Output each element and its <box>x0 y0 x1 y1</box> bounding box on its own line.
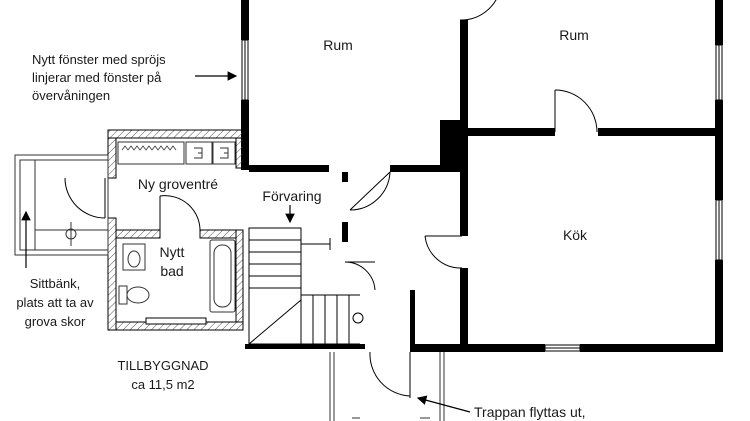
bench <box>14 154 109 256</box>
bathroom-fixtures <box>118 239 236 313</box>
window-note-line3: övervåningen <box>32 88 110 103</box>
room-label-nytt-bad-line1: Nytt <box>160 244 185 260</box>
window-note-line2: linjerar med fönster på <box>32 70 162 85</box>
annotation-arrows <box>21 71 471 413</box>
bench-note-line1: Sittbänk, <box>30 276 81 291</box>
room-label-kok: Kök <box>563 227 588 243</box>
room-label-rum-left: Rum <box>323 37 353 53</box>
existing-walls <box>241 0 723 352</box>
stairs-note: Trappan flyttas ut, <box>474 404 586 420</box>
bench-note-line2: plats att ta av <box>16 295 94 310</box>
room-label-forvaring: Förvaring <box>262 188 321 204</box>
groventre-cabinets <box>117 141 236 165</box>
room-label-rum-right: Rum <box>559 27 589 43</box>
extension-note-line2: ca 11,5 m2 <box>131 377 194 392</box>
bench-note-line3: grova skor <box>25 314 86 329</box>
room-label-ny-groventre: Ny groventré <box>138 176 218 192</box>
window-note-line1: Nytt fönster med spröjs <box>32 52 166 67</box>
extension-walls <box>107 129 244 331</box>
room-label-nytt-bad-line2: bad <box>160 263 183 279</box>
windows <box>241 39 723 352</box>
door-swings <box>64 0 598 398</box>
extension-window <box>145 317 207 325</box>
extension-note-line1: TILLBYGGNAD <box>117 358 208 373</box>
staircase <box>248 227 364 345</box>
exterior-steps <box>329 352 445 421</box>
